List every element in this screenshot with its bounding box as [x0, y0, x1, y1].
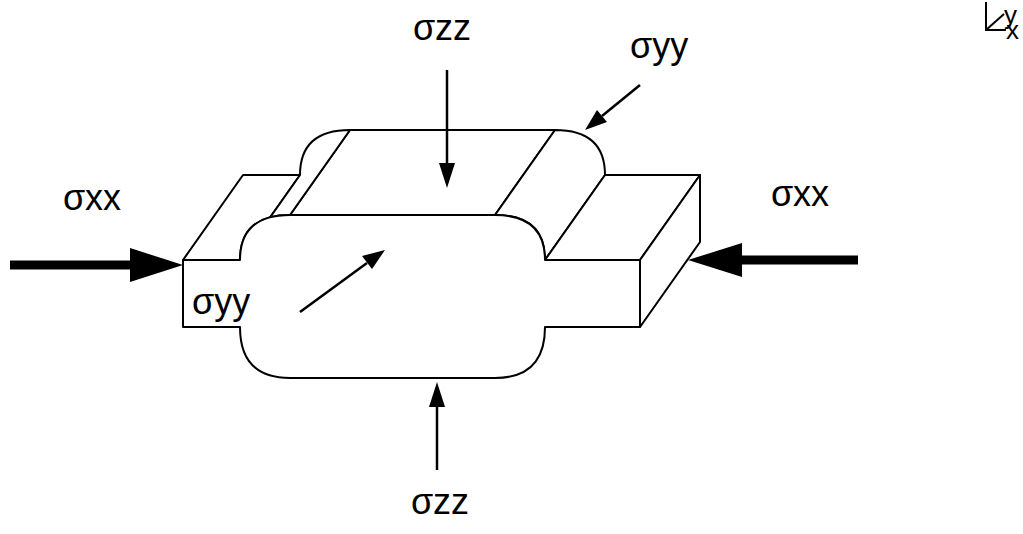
- stress-label: σxx: [771, 174, 829, 214]
- force-arrow-shaft: [446, 70, 449, 165]
- force-arrowhead: [429, 382, 445, 407]
- force-arrow-shaft: [10, 261, 140, 270]
- right-side-face: [640, 175, 700, 327]
- stress-label: σxx: [63, 178, 121, 218]
- stress-label: σyy: [192, 282, 250, 322]
- force-arrow-shaft: [735, 256, 858, 265]
- stress-label: σzz: [413, 8, 471, 48]
- force-arrowhead: [585, 110, 607, 130]
- stress-label: σzz: [411, 482, 469, 522]
- axis-line: [986, 14, 1004, 30]
- force-arrow-shaft: [436, 405, 439, 470]
- front-face: [183, 215, 640, 378]
- force-arrowhead: [439, 163, 455, 188]
- axis-label: x: [1006, 16, 1019, 45]
- axis-lines: [986, 2, 1006, 30]
- force-arrowhead: [130, 248, 183, 282]
- force-arrowhead: [362, 250, 385, 269]
- force-arrowhead: [688, 243, 742, 277]
- stress-label: σyy: [630, 26, 688, 66]
- force-arrow-shaft: [602, 85, 640, 116]
- force-arrow-shaft: [300, 263, 367, 312]
